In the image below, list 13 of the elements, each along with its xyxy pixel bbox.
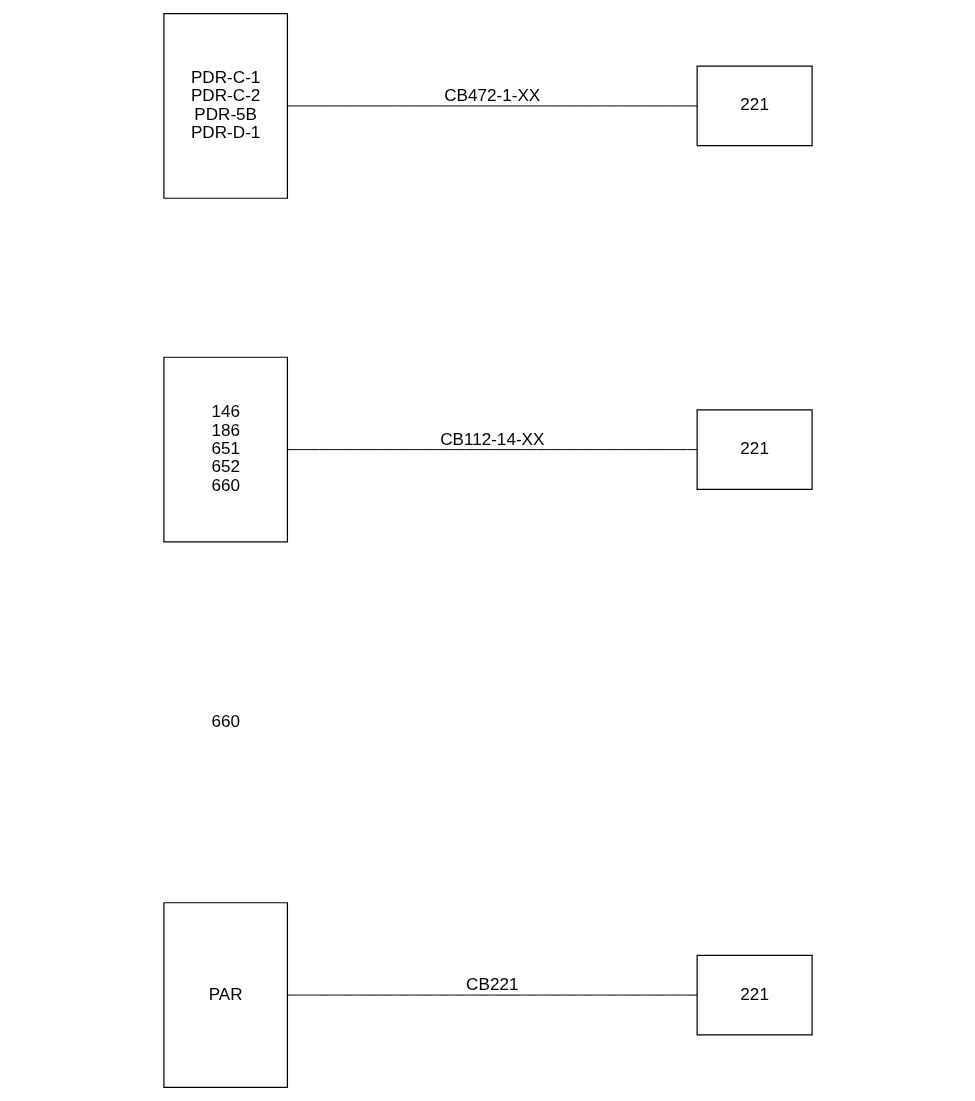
edge-label: CB221 (465, 975, 518, 995)
connector (286, 994, 697, 996)
node-box: 221 (696, 65, 813, 147)
label: 660 (210, 711, 240, 731)
edge-label: CB112-14-XX (439, 429, 544, 449)
node-box: 221 (696, 409, 813, 490)
node-box: PDR-C-1 PDR-C-2 PDR-5B PDR-D-1 (162, 12, 288, 199)
edge-label: CB472-1-XX (443, 86, 540, 106)
connector (286, 105, 697, 107)
node-box: 146 186 651 652 660 (162, 356, 288, 543)
node-box: 221 (696, 954, 813, 1036)
node-box: PAR (162, 902, 288, 1089)
connector (286, 449, 697, 451)
